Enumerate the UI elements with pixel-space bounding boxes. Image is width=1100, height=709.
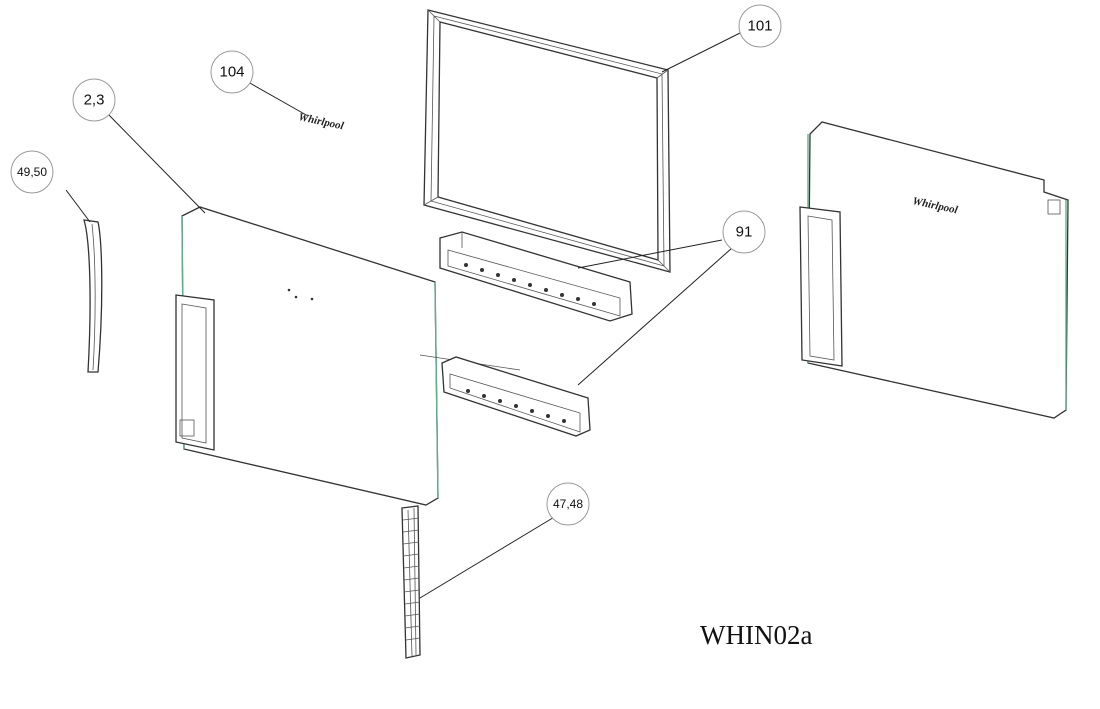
- svg-text:49,50: 49,50: [17, 165, 47, 179]
- callout-47-48: 47,48: [546, 482, 590, 526]
- callout-101: 101: [738, 4, 782, 48]
- callout-49-50: 49,50: [10, 150, 54, 194]
- door-gasket: [423, 9, 671, 273]
- door-shelf-lower: [441, 356, 591, 437]
- callout-104: 104: [210, 50, 254, 94]
- callout-91: 91: [722, 210, 766, 254]
- callout-2-3: 2,3: [72, 78, 116, 122]
- handle-trim: [83, 219, 103, 373]
- svg-text:2,3: 2,3: [84, 92, 105, 109]
- outer-door-panel: Whirlpool: [799, 121, 1069, 419]
- diagram-code-label: WHIN02a: [700, 620, 812, 650]
- handle-grip: [401, 505, 421, 659]
- svg-text:101: 101: [747, 18, 772, 35]
- inner-door-panel: [175, 206, 521, 506]
- svg-text:104: 104: [219, 64, 244, 81]
- panel-hole: [294, 295, 298, 299]
- svg-text:91: 91: [736, 224, 753, 241]
- panel-hole: [310, 297, 314, 301]
- shelf-holes: [466, 389, 566, 423]
- shelf-holes: [464, 263, 596, 306]
- leader-lines: [65, 31, 743, 599]
- panel-hole: [287, 288, 291, 292]
- door-shelf-upper: [439, 231, 633, 322]
- svg-text:47,48: 47,48: [553, 497, 583, 511]
- grip-ribs: [402, 517, 421, 641]
